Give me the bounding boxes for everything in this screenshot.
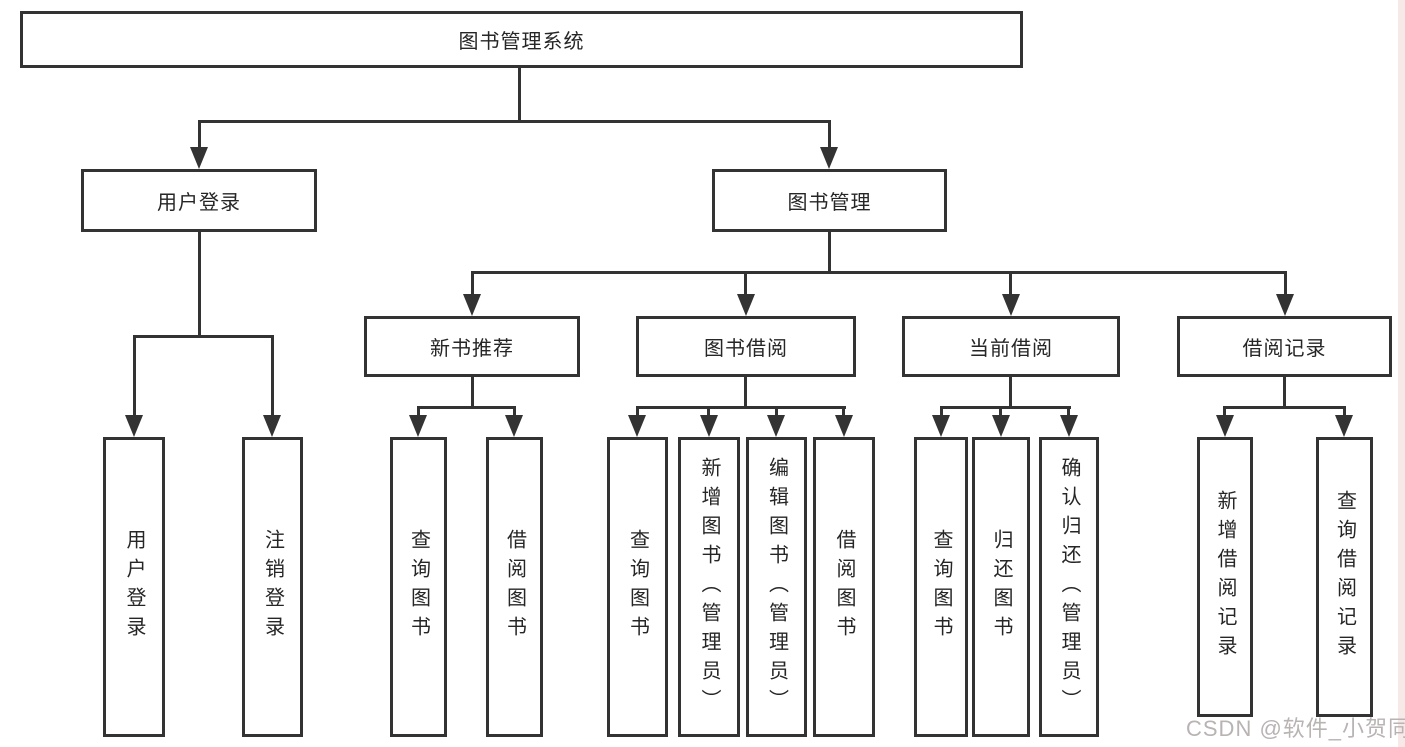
arrow-borrow-record: [1276, 294, 1294, 316]
connector-stem-c4: [842, 406, 845, 417]
node-leaf-return-books-label: 归还图书: [990, 529, 1012, 645]
arrow-c2: [700, 415, 718, 437]
connector-stem-logout: [271, 335, 274, 417]
node-new-book-rec: 新书推荐: [364, 316, 580, 377]
connector-stem-c3: [775, 406, 778, 417]
node-book-mgmt-label: 图书管理: [787, 192, 872, 214]
connector-rail-current-borrow: [940, 406, 1071, 409]
connector-book-mgmt-stub: [828, 232, 831, 274]
node-leaf-query-books-current: 查询图书: [914, 437, 968, 737]
arrow-logout: [263, 415, 281, 437]
node-leaf-add-books-admin-label: 新增图书（管理员）: [698, 456, 720, 718]
connector-stem-c2: [707, 406, 710, 417]
node-book-borrow-label: 图书借阅: [704, 338, 788, 360]
arrow-d1: [932, 415, 950, 437]
connector-stem-book-borrow: [744, 271, 747, 296]
node-current-borrow: 当前借阅: [902, 316, 1120, 377]
node-user-login: 用户登录: [81, 169, 317, 232]
connector-stem-d3: [1067, 406, 1070, 417]
connector-stem-e1: [1223, 406, 1226, 417]
node-current-borrow-label: 当前借阅: [969, 338, 1053, 360]
node-leaf-add-borrow-record: 新增借阅记录: [1197, 437, 1253, 717]
connector-stem-user-login: [198, 120, 201, 148]
arrow-e2: [1335, 415, 1353, 437]
csdn-watermark: CSDN @软件_小贺同学: [1186, 716, 1405, 741]
connector-stem-d1: [940, 406, 943, 417]
node-borrow-record-label: 借阅记录: [1242, 338, 1327, 360]
connector-rail-borrow-record: [1224, 406, 1346, 409]
arrow-e1: [1216, 415, 1234, 437]
arrow-current-borrow: [1002, 294, 1020, 316]
node-leaf-edit-books-admin-label: 编辑图书（管理员）: [765, 456, 788, 718]
node-leaf-borrow-books-rec-label: 借阅图书: [503, 529, 526, 645]
node-leaf-confirm-return-admin-label: 确认归还（管理员）: [1058, 456, 1080, 718]
arrow-login: [125, 415, 143, 437]
connector-rail-book-borrow: [636, 406, 846, 409]
connector-stem-borrow-record: [1284, 271, 1287, 296]
node-borrow-record: 借阅记录: [1177, 316, 1392, 377]
arrow-d2: [992, 415, 1010, 437]
node-leaf-user-login: 用户登录: [103, 437, 165, 737]
node-leaf-logout-label: 注销登录: [261, 529, 284, 645]
node-book-borrow: 图书借阅: [636, 316, 856, 377]
connector-stem-b1: [417, 406, 420, 417]
node-leaf-borrow-books-rec: 借阅图书: [486, 437, 543, 737]
connector-book-borrow-stub: [744, 377, 747, 409]
node-leaf-add-borrow-record-label: 新增借阅记录: [1214, 490, 1236, 664]
connector-stem-login: [133, 335, 136, 417]
node-leaf-query-borrow-record-label: 查询借阅记录: [1333, 490, 1356, 664]
arrow-book-borrow: [737, 294, 755, 316]
node-leaf-query-borrow-record: 查询借阅记录: [1316, 437, 1373, 717]
connector-rail-level2: [198, 120, 831, 123]
arrow-b2: [505, 415, 523, 437]
arrow-c4: [835, 415, 853, 437]
node-leaf-borrow-books: 借阅图书: [813, 437, 875, 737]
connector-stem-d2: [999, 406, 1002, 417]
node-leaf-query-books-borrow-label: 查询图书: [626, 529, 649, 645]
connector-new-book-rec-stub: [471, 377, 474, 409]
node-leaf-edit-books-admin: 编辑图书（管理员）: [746, 437, 807, 737]
node-leaf-query-books-rec-label: 查询图书: [407, 529, 430, 645]
connector-stem-current-borrow: [1009, 271, 1012, 296]
node-leaf-add-books-admin: 新增图书（管理员）: [678, 437, 740, 737]
arrow-c3: [767, 415, 785, 437]
node-leaf-borrow-books-label: 借阅图书: [833, 529, 855, 645]
connector-stem-new-book-rec: [471, 271, 474, 296]
node-user-login-label: 用户登录: [157, 192, 241, 214]
connector-stem-b2: [513, 406, 516, 417]
node-leaf-return-books: 归还图书: [972, 437, 1030, 737]
arrow-user-login: [190, 147, 208, 169]
node-root-label: 图书管理系统: [458, 31, 585, 53]
connector-stem-e2: [1343, 406, 1346, 417]
connector-current-borrow-stub: [1009, 377, 1012, 409]
arrow-b1: [409, 415, 427, 437]
node-leaf-user-login-label: 用户登录: [123, 529, 145, 645]
connector-stem-c1: [636, 406, 639, 417]
page-edge-tint: [1398, 0, 1405, 747]
node-leaf-query-books-current-label: 查询图书: [930, 529, 952, 645]
node-book-mgmt: 图书管理: [712, 169, 947, 232]
connector-rail-new-book-rec: [417, 406, 516, 409]
arrow-d3: [1060, 415, 1078, 437]
arrow-book-mgmt: [820, 147, 838, 169]
node-root: 图书管理系统: [20, 11, 1023, 68]
node-leaf-query-books-rec: 查询图书: [390, 437, 447, 737]
node-leaf-logout: 注销登录: [242, 437, 303, 737]
arrow-new-book-rec: [463, 294, 481, 316]
connector-borrow-record-stub: [1283, 377, 1286, 409]
connector-rail-level3: [471, 271, 1287, 274]
node-new-book-rec-label: 新书推荐: [430, 338, 514, 360]
connector-stem-book-mgmt: [828, 120, 831, 148]
connector-rail-user-login: [133, 335, 274, 338]
arrow-c1: [628, 415, 646, 437]
node-leaf-confirm-return-admin: 确认归还（管理员）: [1039, 437, 1099, 737]
connector-root-stub: [518, 68, 521, 122]
connector-user-login-stub: [198, 232, 201, 338]
node-leaf-query-books-borrow: 查询图书: [607, 437, 668, 737]
